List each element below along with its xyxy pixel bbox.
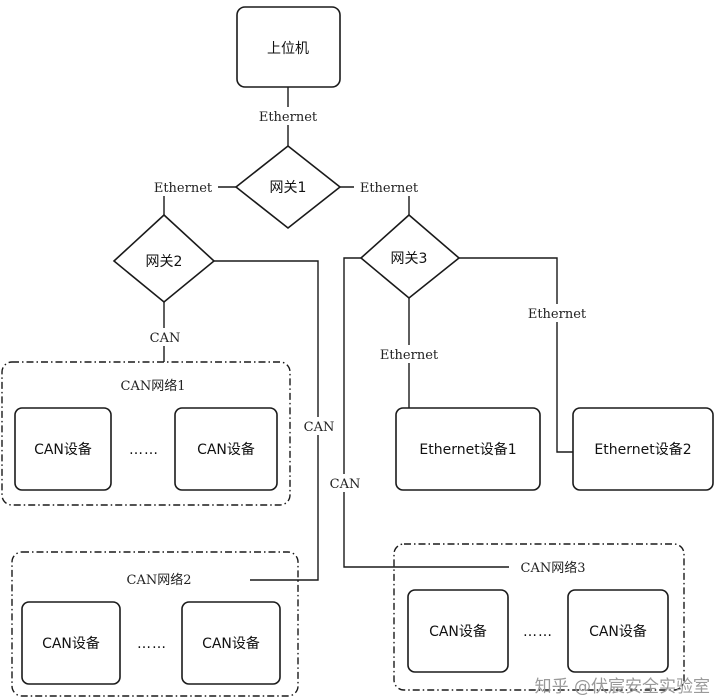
edge-label-gw3-eth2: Ethernet <box>528 307 587 322</box>
can-network-3-frame <box>393 543 685 691</box>
can-device-label: CAN设备 <box>42 635 100 652</box>
can-network-2 <box>11 551 299 697</box>
can-device-box <box>14 407 112 491</box>
edge-label-gw1-gw2: Ethernet <box>154 181 213 196</box>
can-device-box <box>174 407 278 491</box>
edge-label-gw2-can2: CAN <box>304 420 335 435</box>
gateway3-label: 网关3 <box>391 251 428 267</box>
host-box <box>236 6 341 88</box>
can-device-box <box>181 601 281 685</box>
gateway1-diamond <box>234 144 342 230</box>
host-label: 上位机 <box>267 41 309 57</box>
can-network-1-title: CAN网络1 <box>121 378 186 394</box>
edge-label-gw3-eth1: Ethernet <box>380 348 439 363</box>
eth-device2-box <box>572 407 714 491</box>
can-device-label: CAN设备 <box>202 635 260 652</box>
edge-gw3-can3 <box>343 257 509 568</box>
eth-device1-label: Ethernet设备1 <box>419 441 516 458</box>
can-network-2-frame <box>11 551 299 697</box>
eth-device1-box <box>395 407 541 491</box>
can-device-label: CAN设备 <box>429 623 487 640</box>
watermark: 知乎 @伏宸安全实验室 <box>535 677 710 697</box>
connectors <box>163 87 573 581</box>
gateway2-label: 网关2 <box>146 254 183 270</box>
edge-label-gw2-can1: CAN <box>150 331 181 346</box>
ellipsis: …… <box>129 442 159 458</box>
gateway2-diamond <box>112 213 216 304</box>
ellipsis: …… <box>523 624 553 640</box>
edge-label-host-gw1: Ethernet <box>259 110 318 125</box>
can-network-1-frame <box>1 361 291 506</box>
gateway1-label: 网关1 <box>270 180 307 196</box>
can-network-1 <box>1 361 291 506</box>
can-device-box <box>21 601 121 685</box>
can-network-3-title: CAN网络3 <box>521 560 586 576</box>
can-device-box <box>407 589 509 673</box>
can-device-label: CAN设备 <box>34 441 92 458</box>
edge-gw3-eth2 <box>459 257 573 453</box>
edge-label-gw3-can3: CAN <box>330 477 361 492</box>
can-network-2-title: CAN网络2 <box>127 572 192 588</box>
can-network-3 <box>393 543 685 691</box>
ellipsis: …… <box>137 636 167 652</box>
can-device-label: CAN设备 <box>589 623 647 640</box>
eth-device2-label: Ethernet设备2 <box>594 441 691 458</box>
gateway3-diamond <box>359 213 461 300</box>
can-device-box <box>567 589 669 673</box>
can-device-label: CAN设备 <box>197 441 255 458</box>
edge-label-gw1-gw3: Ethernet <box>360 181 419 196</box>
